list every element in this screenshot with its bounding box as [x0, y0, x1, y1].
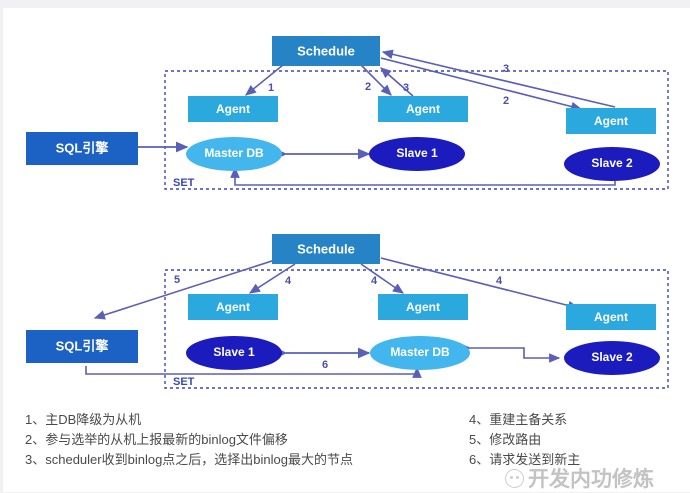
step-label-bottom-4: 4	[496, 275, 503, 287]
node-schedule-bottom-label: Schedule	[297, 241, 355, 256]
node-schedule-top[interactable]: Schedule	[272, 36, 380, 66]
node-agent-bottom-3[interactable]: Agent	[566, 304, 656, 330]
set-boundary-bottom	[164, 269, 669, 389]
node-sql-engine-bottom[interactable]: SQL引擎	[26, 330, 138, 363]
node-schedule-bottom[interactable]: Schedule	[272, 234, 380, 264]
set-label-top: SET	[173, 177, 195, 189]
node-db-bottom-3[interactable]: Slave 2	[564, 341, 660, 375]
edge-schedule-to-agent2	[360, 64, 392, 96]
edge-schedule-to-agent1	[245, 64, 284, 96]
node-agent-top-2[interactable]: Agent	[378, 96, 468, 122]
diagram-top: SET 1 2	[26, 36, 669, 190]
caption-list-right: 4、重建主备关系 5、修改路由 6、请求发送到新主	[469, 410, 580, 470]
node-db-bottom-3-label: Slave 2	[591, 350, 633, 364]
caption-item: 2、参与选举的从机上报最新的binlog文件偏移	[25, 432, 288, 447]
node-agent-bottom-1[interactable]: Agent	[188, 294, 278, 320]
diagram-canvas: SET 1 2	[3, 8, 690, 492]
step-label-bottom-1: 5	[174, 274, 180, 286]
edge-schedule-to-agent2-b	[360, 263, 405, 294]
step-label-bottom-3: 4	[371, 275, 378, 287]
node-db-bottom-2-label: Master DB	[390, 345, 450, 359]
caption-list-left: 1、主DB降级为从机 2、参与选举的从机上报最新的binlog文件偏移 3、sc…	[25, 410, 353, 470]
set-label-bottom: SET	[173, 376, 195, 388]
set-boundary-top	[164, 70, 669, 190]
node-schedule-top-label: Schedule	[297, 43, 355, 58]
step-label-top-1: 1	[268, 82, 274, 94]
node-db-top-3-label: Slave 2	[591, 156, 633, 170]
node-sql-engine-top-label: SQL引擎	[56, 140, 109, 155]
diagram-bottom: SET 5 4 4 4 6	[26, 234, 669, 389]
edge-agent3-to-schedule	[381, 49, 616, 108]
node-agent-top-3-label: Agent	[594, 114, 628, 128]
caption-item: 1、主DB降级为从机	[25, 412, 142, 427]
step-label-top-2: 2	[365, 81, 371, 93]
step-label-top-4: 3	[503, 63, 509, 75]
node-agent-bottom-2[interactable]: Agent	[378, 294, 468, 320]
connectors-top	[138, 49, 616, 186]
caption-item: 4、重建主备关系	[469, 412, 568, 427]
node-agent-bottom-1-label: Agent	[216, 300, 250, 314]
edge-schedule-to-agent3	[380, 57, 583, 112]
node-db-top-2-label: Slave 1	[396, 146, 438, 160]
edge-agent2-to-schedule	[380, 67, 414, 97]
node-db-top-1[interactable]: Master DB	[186, 137, 282, 171]
step-label-top-5: 2	[503, 95, 509, 107]
caption-item: 5、修改路由	[469, 432, 542, 447]
caption-item: 6、请求发送到新主	[469, 452, 581, 467]
edge-schedule-to-agent3-b	[380, 257, 580, 311]
step-label-bottom-5: 6	[322, 359, 328, 371]
connectors-bottom	[85, 257, 580, 378]
node-agent-top-3[interactable]: Agent	[566, 108, 656, 134]
node-sql-engine-bottom-label: SQL引擎	[56, 338, 109, 353]
node-db-bottom-2[interactable]: Master DB	[370, 336, 470, 370]
architecture-diagram: SET 1 2	[26, 36, 669, 389]
node-agent-bottom-2-label: Agent	[406, 300, 440, 314]
node-agent-top-2-label: Agent	[406, 102, 440, 116]
step-label-bottom-2: 4	[285, 275, 292, 287]
edge-slave2-to-master	[230, 166, 616, 186]
watermark-logo-icon	[505, 468, 524, 488]
node-db-top-2[interactable]: Slave 1	[369, 137, 465, 171]
node-agent-bottom-3-label: Agent	[594, 310, 628, 324]
node-agent-top-1-label: Agent	[216, 102, 250, 116]
caption-item: 3、scheduler收到binlog点之后，选择出binlog最大的节点	[25, 452, 353, 467]
edge-sql-to-master-b	[85, 366, 422, 378]
node-db-bottom-1-label: Slave 1	[213, 345, 255, 359]
edge-slave2-master-b	[460, 343, 561, 363]
node-db-bottom-1[interactable]: Slave 1	[186, 336, 282, 370]
node-db-top-1-label: Master DB	[204, 146, 264, 160]
node-sql-engine-top[interactable]: SQL引擎	[26, 132, 138, 165]
edge-schedule-to-sql	[93, 259, 276, 320]
edge-schedule-to-agent1-b	[248, 263, 296, 294]
node-agent-top-1[interactable]: Agent	[188, 96, 278, 122]
node-db-top-3[interactable]: Slave 2	[564, 147, 660, 181]
step-label-top-3: 3	[403, 82, 409, 94]
